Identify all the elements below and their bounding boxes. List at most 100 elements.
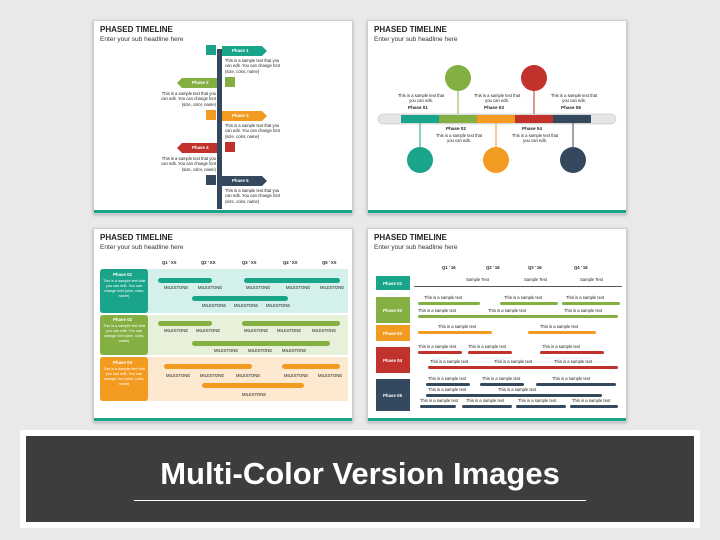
slide-title: PHASED TIMELINE <box>100 233 173 242</box>
slide-thumbnail-4[interactable]: PHASED TIMELINE Enter your sub headline … <box>367 228 627 422</box>
slide-subtitle: Enter your sub headline here <box>374 244 458 251</box>
phase-03-desc: This is a sample text that you can edit.… <box>103 367 145 386</box>
segment-1 <box>401 115 439 123</box>
vertical-pole <box>217 49 222 209</box>
sample-line: This is a sample text <box>438 324 477 329</box>
phase-05-circle <box>560 147 586 173</box>
signpost-phase-3 <box>222 111 267 121</box>
milestone-label: MILESTONE <box>242 392 267 397</box>
milestone-label: MILESTONE <box>164 328 189 333</box>
milestone-bar <box>164 364 252 369</box>
phase-04-label: Phase 04 <box>522 126 542 131</box>
phase-02-circle <box>445 65 471 91</box>
milestone-bar <box>242 321 340 326</box>
quarter-label: Q3 ' XX <box>242 260 257 265</box>
phase-1-desc: This is a sample text that you can edit.… <box>225 58 280 74</box>
segment-2 <box>439 115 477 123</box>
phase-2-desc: This is a sample text that you can edit.… <box>161 91 216 107</box>
sample-text-label: Sample Text <box>524 277 547 282</box>
bar <box>418 315 618 318</box>
icon-box-2 <box>225 77 235 87</box>
sample-line: This is a sample text <box>428 376 467 381</box>
sample-line: This is a sample text <box>418 344 457 349</box>
milestone-label: MILESTONE <box>246 285 271 290</box>
icon-box-3 <box>206 110 216 120</box>
phase-3-label: Phase 3 <box>232 113 249 118</box>
phase-02-desc: This is a sample text that you can edit. <box>435 133 483 144</box>
milestone-label: MILESTONE <box>200 373 225 378</box>
phase-01-circle <box>407 147 433 173</box>
milestone-bar <box>158 321 212 326</box>
sample-text-label: Sample Text <box>466 277 489 282</box>
segment-4 <box>515 115 553 123</box>
phase-05-label: Phase 05 <box>561 105 581 110</box>
phase-03-label: Phase 03 <box>113 360 133 365</box>
quarter-label: Q2 ' XX <box>201 260 216 265</box>
phase-04-desc: This is a sample text that you can edit. <box>511 133 559 144</box>
phase-01-card <box>100 269 148 313</box>
sample-line: This is a sample text <box>518 398 557 403</box>
sample-text-label: Sample Text <box>580 277 603 282</box>
banner-underline <box>134 500 586 501</box>
phase-02-label: Phase 02 <box>383 308 403 313</box>
phase-01-label: Phase 01 <box>408 105 428 110</box>
banner-title: Multi-Color Version Images <box>160 456 560 491</box>
slide-thumbnail-1[interactable]: PHASED TIMELINE Enter your sub headline … <box>93 20 353 214</box>
sample-line: This is a sample text <box>468 344 507 349</box>
sample-line: This is a sample text <box>482 376 521 381</box>
slide-thumbnail-3[interactable]: PHASED TIMELINE Enter your sub headline … <box>93 228 353 422</box>
icon-box-1 <box>206 45 216 55</box>
slide-title: PHASED TIMELINE <box>100 25 173 34</box>
quarter-label: Q1 ' 16 <box>442 265 456 270</box>
slide-subtitle: Enter your sub headline here <box>100 244 184 251</box>
phase-5-desc: This is a sample text that you can edit.… <box>225 188 280 204</box>
sample-line: This is a sample text <box>488 308 527 313</box>
phase-03-desc: This is a sample text that you can edit. <box>473 93 521 104</box>
milestone-label: MILESTONE <box>244 328 269 333</box>
phase-02-desc: This is a sample text that you can edit.… <box>103 324 145 343</box>
phase-01-desc: This is a sample text that you can edit.… <box>103 279 145 298</box>
milestone-label: MILESTONE <box>164 285 189 290</box>
sample-line: This is a sample text <box>572 398 611 403</box>
signpost-phase-2 <box>177 78 217 88</box>
sample-line: This is a sample text <box>554 359 593 364</box>
bar <box>462 405 512 408</box>
milestone-bar <box>282 364 340 369</box>
sample-line: This is a sample text <box>504 295 543 300</box>
bar <box>418 302 480 305</box>
milestone-bar <box>192 341 330 346</box>
phase-03-label: Phase 03 <box>383 331 403 336</box>
phase-4-desc: This is a sample text that you can edit.… <box>161 156 216 172</box>
milestone-label: MILESTONE <box>166 373 191 378</box>
phase-01-box <box>376 276 410 290</box>
milestone-label: MILESTONE <box>282 348 307 353</box>
slide-bottom-bar <box>94 210 352 213</box>
phase-3-desc: This is a sample text that you can edit.… <box>225 123 280 139</box>
milestone-label: MILESTONE <box>236 373 261 378</box>
signpost-phase-1 <box>222 46 267 56</box>
sample-line: This is a sample text <box>494 359 533 364</box>
banner: Multi-Color Version Images <box>20 430 700 528</box>
sample-line: This is a sample text <box>498 387 537 392</box>
phase-01-label: Phase 01 <box>383 281 403 286</box>
segment-5 <box>553 115 591 123</box>
banner-panel: Multi-Color Version Images <box>26 436 694 522</box>
quarter-label: Q1 ' XX <box>162 260 177 265</box>
slide-thumbnail-2[interactable]: PHASED TIMELINE Enter your sub headline … <box>367 20 627 214</box>
milestone-bar <box>158 278 212 283</box>
phase-01-desc: This is a sample text that you can edit. <box>397 93 445 104</box>
segment-3 <box>477 115 515 123</box>
phase-2-label: Phase 2 <box>192 80 209 85</box>
phase-05-desc: This is a sample text that you can edit. <box>550 93 598 104</box>
sample-line: This is a sample text <box>424 295 463 300</box>
sample-line: This is a sample text <box>420 398 459 403</box>
bar <box>570 405 618 408</box>
phase-02-label: Phase 02 <box>446 126 466 131</box>
bar <box>418 331 492 334</box>
phase-03-label: Phase 03 <box>484 105 504 110</box>
milestone-label: MILESTONE <box>312 328 337 333</box>
signpost-phase-5 <box>222 176 267 186</box>
milestone-bar <box>202 383 304 388</box>
slide-subtitle: Enter your sub headline here <box>100 36 184 43</box>
milestone-bar <box>192 296 288 301</box>
